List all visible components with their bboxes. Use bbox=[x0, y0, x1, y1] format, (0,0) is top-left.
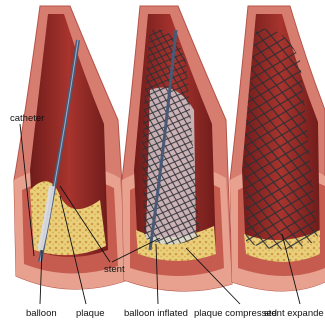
vessel-3 bbox=[230, 6, 325, 291]
label-plaque: plaque bbox=[76, 308, 105, 319]
label-balloon-inflated: balloon inflated bbox=[124, 308, 188, 319]
label-stent-expanded: stent expande bbox=[264, 308, 324, 319]
label-balloon: balloon bbox=[26, 308, 57, 319]
label-stent: stent bbox=[104, 264, 125, 275]
vessel-1 bbox=[14, 6, 128, 289]
label-catheter: catheter bbox=[10, 113, 44, 124]
